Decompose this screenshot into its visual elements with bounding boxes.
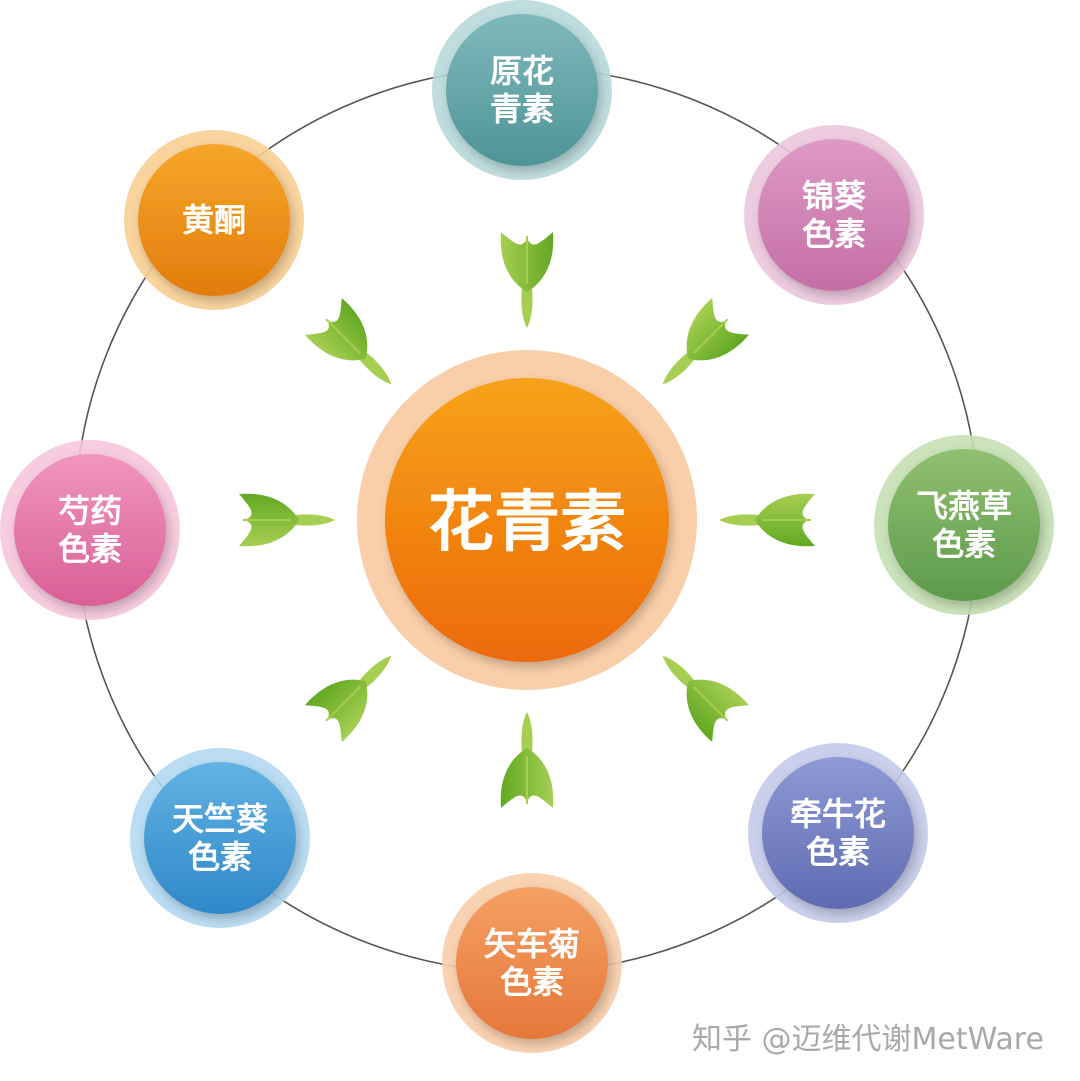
node-pelargonidin-core xyxy=(144,762,296,914)
node-flavonoid-core xyxy=(138,144,290,296)
node-proanthocyanidin-label-0: 原花 xyxy=(490,52,554,90)
node-petunidin-label-0: 牵牛花 xyxy=(790,795,886,833)
node-aurantinidin-label-1: 色素 xyxy=(802,215,866,253)
node-peonidin-label-1: 色素 xyxy=(58,530,122,568)
node-cyanidin-core xyxy=(888,449,1040,601)
center-node: 花青素 xyxy=(357,350,697,690)
center-node-label: 花青素 xyxy=(428,484,626,561)
node-proanthocyanidin-core xyxy=(446,14,598,166)
arrow-right-icon xyxy=(719,493,815,547)
node-flavonoid: 黄酮 xyxy=(124,130,304,310)
node-pelargonidin-label-0: 天竺葵 xyxy=(172,800,269,838)
node-petunidin-label-1: 色素 xyxy=(806,833,870,871)
node-cyanidin-label-0: 飞燕草 xyxy=(916,487,1012,525)
node-pelargonidin-label-1: 色素 xyxy=(188,838,252,876)
node-proanthocyanidin-label-1: 青素 xyxy=(490,90,554,128)
arrow-up-right-icon xyxy=(662,297,750,385)
arrow-left-icon xyxy=(239,493,335,547)
arrow-down-left-icon xyxy=(304,655,392,743)
node-flavonoid-label-0: 黄酮 xyxy=(182,201,246,239)
node-petunidin-core xyxy=(762,757,914,909)
arrow-up-left-icon xyxy=(304,297,392,385)
arrow-down-icon xyxy=(500,712,554,808)
arrows-group xyxy=(239,232,815,808)
watermark: 知乎 @迈维代谢MetWare xyxy=(692,1022,1044,1057)
center-node-core xyxy=(385,378,669,662)
arrow-down-right-icon xyxy=(662,655,750,743)
node-pelargonidin-cornflower-core xyxy=(456,887,608,1039)
node-aurantinidin-label-0: 锦葵 xyxy=(802,177,867,215)
node-peonidin-core xyxy=(14,454,166,606)
node-pelargonidin-cornflower-label-1: 色素 xyxy=(500,963,564,1001)
node-aurantinidin-core xyxy=(758,139,910,291)
node-pelargonidin-cornflower-label-0: 矢车菊 xyxy=(484,925,580,963)
arrow-up-icon xyxy=(500,232,554,328)
node-peonidin-label-0: 芍药 xyxy=(58,492,122,530)
node-cyanidin-label-1: 色素 xyxy=(932,525,996,563)
